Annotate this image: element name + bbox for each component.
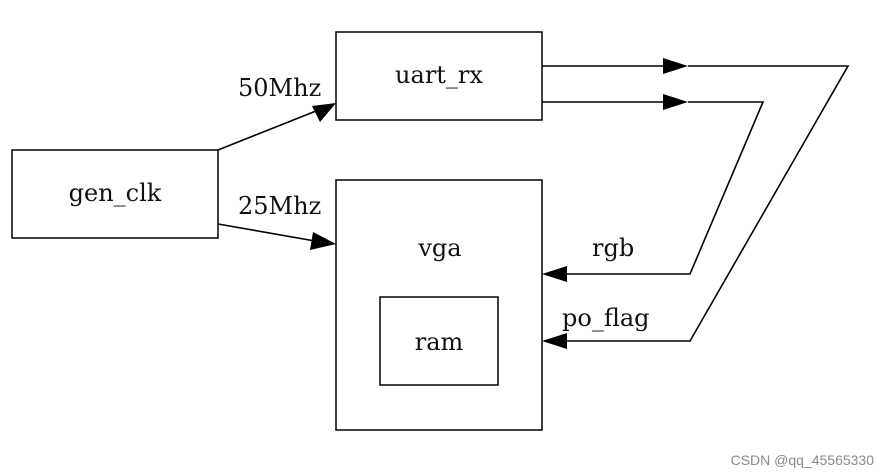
uart-out-lower-wire [542,94,688,110]
watermark-text: CSDN @qq_45565330 [731,452,875,468]
po-flag-label: po_flag [562,304,650,332]
ram-label: ram [415,328,464,356]
ram-block: ram [379,296,499,386]
clk-50-label: 50Mhz [238,74,321,102]
clk-25-wire [217,223,336,250]
po-flag-wire [542,65,850,349]
clk-25-label: 25Mhz [238,192,321,220]
rgb-wire [542,101,765,282]
gen-clk-block: gen_clk [11,149,219,239]
uart-out-upper-wire [542,58,688,74]
gen-clk-label: gen_clk [69,179,162,207]
uart-rx-block: uart_rx [335,31,543,121]
uart-rx-label: uart_rx [395,61,483,89]
vga-label: vga [417,234,461,262]
rgb-label: rgb [592,234,634,262]
clk-50-wire [217,103,336,151]
